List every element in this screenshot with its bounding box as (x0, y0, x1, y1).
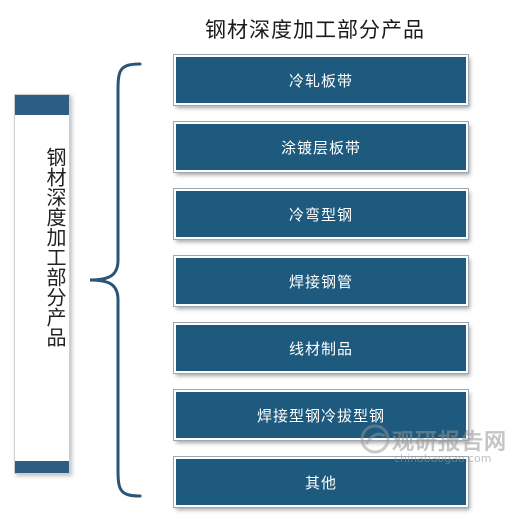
product-box-4: 焊接钢管 (173, 255, 469, 307)
watermark-url: chinabaogao.com (394, 452, 492, 465)
curly-brace (89, 62, 142, 498)
category-label: 钢材深度加工部分产品 (43, 147, 67, 347)
card-top-cap (15, 95, 69, 115)
diagram-title: 钢材深度加工部分产品 (205, 18, 425, 42)
product-box-7: 其他 (173, 456, 469, 508)
category-card: 钢材深度加工部分产品 (14, 94, 70, 474)
watermark-logo-icon (360, 424, 390, 454)
product-box-3: 冷弯型钢 (173, 188, 469, 240)
product-box-6: 焊接型钢冷拔型钢 (173, 389, 469, 441)
product-box-5: 线材制品 (173, 322, 469, 374)
product-box-2: 涂镀层板带 (173, 121, 469, 173)
product-box-1: 冷轧板带 (173, 54, 469, 106)
watermark: 观研报告网 chinabaogao.com (358, 418, 518, 468)
card-bottom-cap (15, 461, 69, 473)
watermark-name: 观研报告网 (392, 430, 508, 455)
